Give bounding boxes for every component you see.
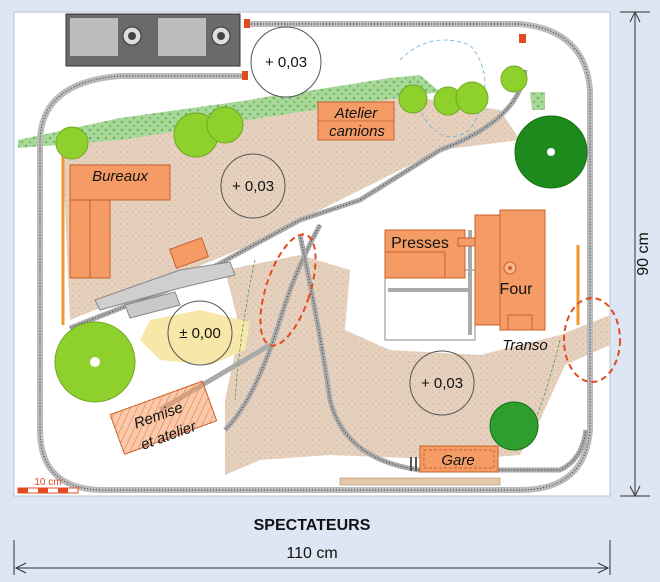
marker-ellipse (563, 297, 621, 383)
buffer-stop (244, 19, 250, 28)
label-presses: Presses (391, 235, 449, 252)
building-bureaux (69, 164, 171, 279)
height-circle-left (167, 300, 233, 366)
height-middle: + 0,03 (232, 178, 274, 195)
track-lower (297, 234, 589, 473)
buffer-stop (519, 34, 526, 43)
shed (168, 237, 210, 269)
control-console (65, 13, 241, 67)
label-atelier-2: camions (329, 123, 385, 140)
platform (94, 261, 236, 311)
label-transo: Transo (502, 337, 548, 354)
label-gare: Gare (441, 452, 474, 469)
marker-ellipse (259, 233, 317, 347)
width-label: 110 cm (286, 545, 337, 562)
tree (455, 81, 489, 115)
hedge (530, 92, 545, 110)
sand-area (140, 310, 250, 365)
tree (206, 106, 244, 144)
dimension-height (620, 10, 650, 498)
label-four: Four (500, 281, 534, 298)
scale-bar (17, 487, 79, 494)
gare-platform (339, 477, 501, 486)
track-network (37, 21, 593, 493)
concrete-pad (384, 269, 476, 341)
height-left: ± 0,00 (179, 325, 221, 342)
building-remise (109, 380, 218, 455)
boundary-line (234, 259, 256, 401)
height-right: + 0,03 (421, 375, 463, 392)
label-atelier-1: Atelier (334, 105, 379, 122)
tree (500, 65, 528, 93)
height-top: + 0,03 (265, 54, 307, 71)
label-bureaux: Bureaux (92, 168, 148, 185)
height-circle-right (409, 350, 475, 416)
spectators-label: SPECTATEURS (254, 517, 371, 534)
height-dimension-label: 90 cm (635, 232, 652, 276)
tree (55, 126, 89, 160)
buffer-stop (242, 71, 248, 80)
boundary-line (519, 339, 561, 451)
height-circle-middle (220, 153, 286, 219)
building-four (474, 209, 546, 331)
platform (124, 291, 181, 319)
dimension-width (13, 540, 611, 575)
tree-dark (489, 401, 539, 451)
scale-bar-label: 10 cm (34, 477, 61, 488)
tree (398, 84, 428, 114)
height-circle-top (250, 26, 322, 98)
building-gare (410, 445, 499, 473)
